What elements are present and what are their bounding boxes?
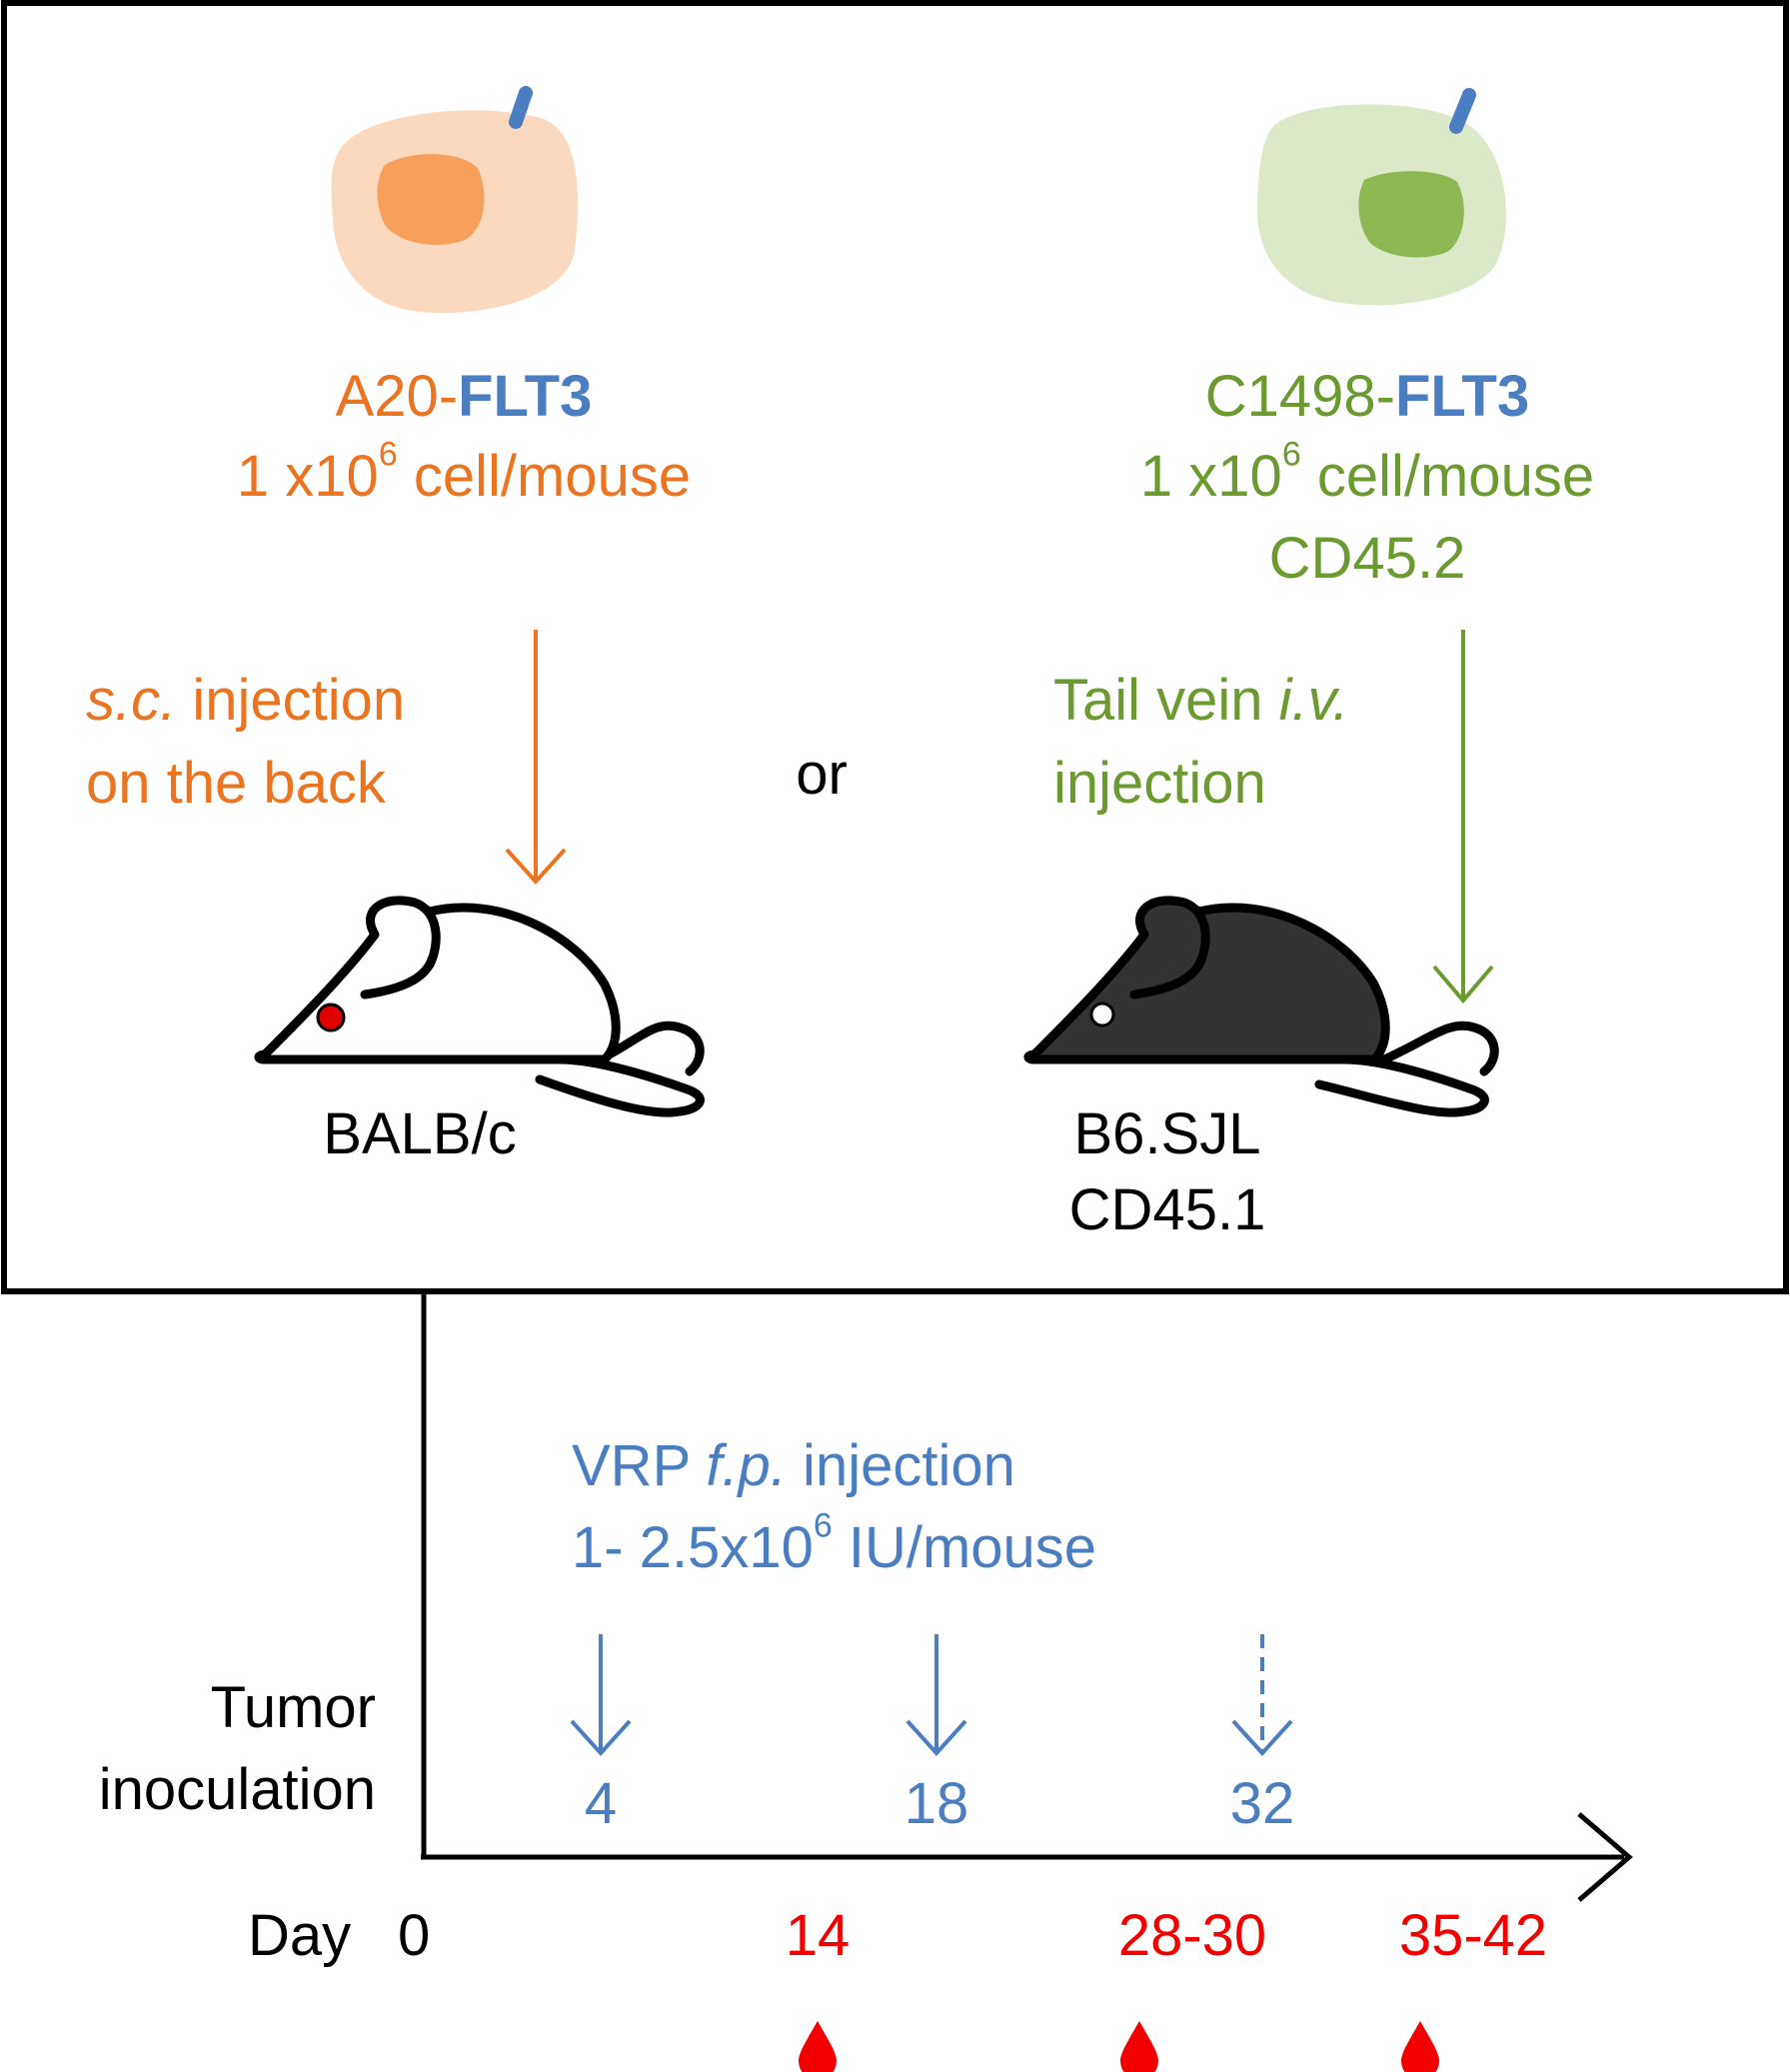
c1498-cell-icon bbox=[1256, 88, 1507, 306]
sc-abbrev: s.c. bbox=[86, 668, 177, 733]
sc-injection-arrow bbox=[505, 630, 567, 885]
inoculation-label: inoculation bbox=[98, 1757, 376, 1822]
flt3-label: FLT3 bbox=[1394, 364, 1530, 429]
cd45-2-marker: CD45.2 bbox=[1268, 526, 1466, 591]
fp-abbrev: f.p. bbox=[706, 1433, 787, 1498]
sc-route-line2: on the back bbox=[86, 751, 386, 816]
iv-injection-arrow bbox=[1432, 630, 1494, 1005]
tumor-label: Tumor bbox=[210, 1675, 376, 1740]
day-label: Day bbox=[248, 1903, 352, 1968]
vrp-dose: 1- 2.5x106 IU/mouse bbox=[572, 1508, 1096, 1577]
c1498-dose-exponent: 6 bbox=[1281, 435, 1301, 474]
white-mouse-icon bbox=[254, 896, 705, 1117]
c1498-dose-suffix: cell/mouse bbox=[1300, 444, 1595, 509]
cd45-1-label: CD45.1 bbox=[1068, 1177, 1266, 1242]
vrp-day-18: 18 bbox=[903, 1771, 969, 1836]
blood-drop-icon bbox=[1120, 2021, 1158, 2072]
bleed-day-28-30: 28-30 bbox=[1117, 1903, 1267, 1968]
iv-route-line1: Tail vein i.v. bbox=[1053, 672, 1348, 730]
a20-dose: 1 x106 cell/mouse bbox=[237, 437, 691, 506]
flt3-label: FLT3 bbox=[458, 364, 593, 429]
experiment-box bbox=[1, 0, 1789, 1294]
timeline-arrowhead bbox=[1577, 1812, 1633, 1902]
vrp-dose-prefix: 1- 2.5x10 bbox=[572, 1515, 814, 1580]
blood-drop-icon bbox=[1401, 2021, 1439, 2072]
day-zero-label: 0 bbox=[398, 1903, 431, 1968]
b6sjl-label: B6.SJL bbox=[1073, 1101, 1261, 1166]
white-mouse-eye bbox=[316, 1003, 346, 1033]
vrp-injection-title: VRP f.p. injection bbox=[572, 1437, 1015, 1495]
a20-name-prefix: A20- bbox=[335, 364, 459, 429]
bleed-day-14: 14 bbox=[785, 1903, 851, 1968]
or-connector: or bbox=[796, 742, 848, 807]
vrp-day-4: 4 bbox=[584, 1771, 618, 1836]
vrp-day-32: 32 bbox=[1229, 1771, 1295, 1836]
vrp-arrow-day-18 bbox=[905, 1634, 967, 1756]
a20-dose-exponent: 6 bbox=[378, 435, 398, 474]
vrp-arrow-day-4 bbox=[570, 1634, 632, 1756]
c1498-name-prefix: C1498- bbox=[1204, 364, 1395, 429]
black-mouse-eye bbox=[1089, 1002, 1115, 1028]
a20-cell-icon bbox=[331, 86, 579, 314]
a20-dose-prefix: 1 x10 bbox=[236, 444, 379, 509]
iv-abbrev: i.v. bbox=[1278, 668, 1349, 733]
c1498-dose-prefix: 1 x10 bbox=[1139, 444, 1282, 509]
vrp-injection-text: injection bbox=[786, 1433, 1015, 1498]
a20-dose-suffix: cell/mouse bbox=[397, 444, 692, 509]
sc-route-line1: s.c. injection bbox=[86, 672, 405, 730]
c1498-cell-name: C1498-FLT3 bbox=[1205, 368, 1529, 426]
vrp-text: VRP bbox=[572, 1433, 707, 1498]
c1498-dose: 1 x106 cell/mouse bbox=[1140, 437, 1594, 506]
vrp-dose-exponent: 6 bbox=[813, 1506, 833, 1545]
blood-drop-icon bbox=[799, 2021, 837, 2072]
tail-vein-text: Tail vein bbox=[1053, 668, 1279, 733]
balbc-label: BALB/c bbox=[323, 1101, 517, 1166]
bleed-day-35-42: 35-42 bbox=[1398, 1903, 1548, 1968]
iv-route-line2: injection bbox=[1053, 751, 1266, 816]
black-mouse-icon bbox=[1023, 896, 1499, 1117]
sc-injection-text: injection bbox=[176, 668, 406, 733]
a20-cell-name: A20-FLT3 bbox=[336, 368, 593, 426]
vrp-dose-suffix: IU/mouse bbox=[832, 1515, 1097, 1580]
vrp-arrow-day-32-optional bbox=[1231, 1634, 1293, 1756]
